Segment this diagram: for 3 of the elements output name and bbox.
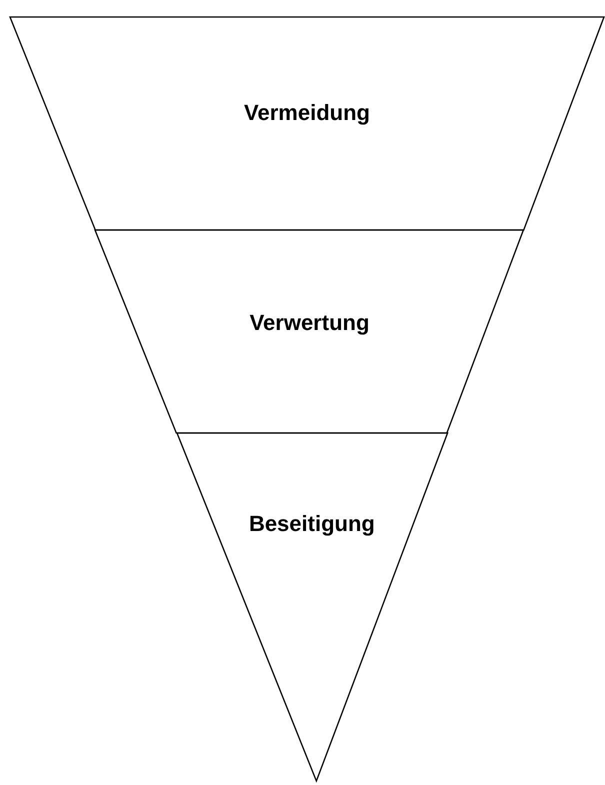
band-label: Verwertung	[250, 309, 370, 337]
band-label: Beseitigung	[248, 510, 375, 538]
band-label: Vermeidung	[244, 99, 370, 127]
